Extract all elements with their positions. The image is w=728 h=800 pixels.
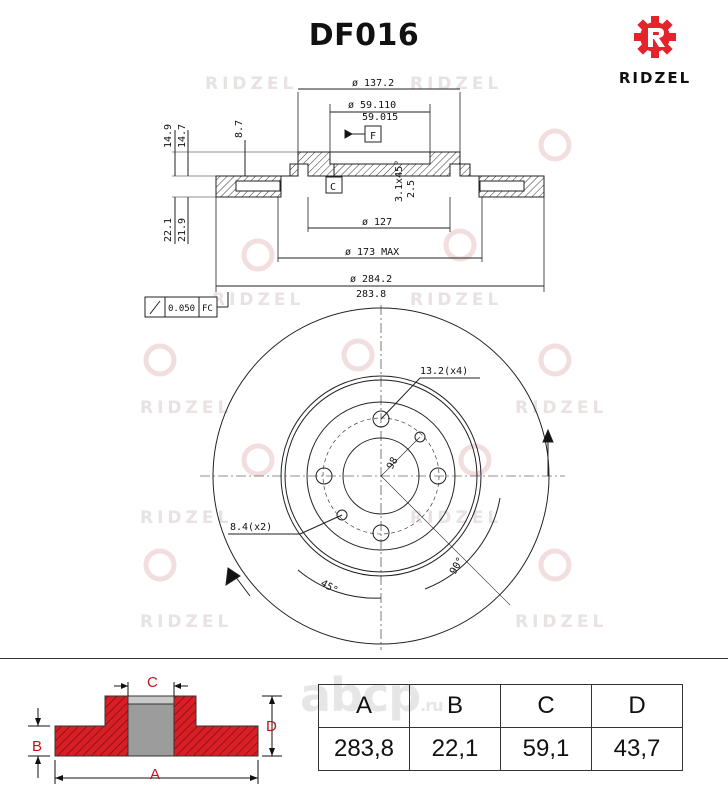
dim-137-label: ø 137.2 — [352, 78, 394, 89]
chamfer-label: 3.1x45° — [394, 160, 405, 202]
table-header-cell: C — [500, 684, 592, 728]
dimension-legend-diagram — [28, 682, 282, 784]
tolerance-ref: FC — [202, 304, 213, 314]
front-view — [200, 305, 565, 650]
table-header-cell: A — [318, 684, 410, 728]
table-value-cell: 283,8 — [318, 727, 410, 771]
section-divider — [0, 658, 728, 659]
bolt-holes-label: 13.2(x4) — [420, 366, 468, 377]
watermark: RIDZEL — [410, 508, 503, 528]
brand-name: RIDZEL — [618, 69, 692, 87]
dim-173-label: ø 173 MAX — [345, 247, 399, 258]
tolerance-value: 0.050 — [168, 304, 195, 314]
dim-59-upper-label: ø 59.110 — [348, 100, 396, 111]
dim-14-9-label: 14.9 — [163, 124, 174, 148]
dim-2-5-label: 2.5 — [406, 180, 417, 198]
datum-c-label: C — [330, 182, 336, 193]
table-header-cell: B — [409, 684, 501, 728]
table-value-cell: 43,7 — [591, 727, 683, 771]
legend-a-label: A — [150, 766, 161, 783]
gear-logo-icon — [634, 16, 676, 58]
dim-8-7-label: 8.7 — [234, 120, 245, 138]
watermark: RIDZEL — [140, 508, 233, 528]
table-row: 283,8 22,1 59,1 43,7 — [318, 727, 683, 771]
watermark: RIDZEL — [140, 612, 233, 632]
watermark: RIDZEL — [140, 398, 233, 418]
watermark: RIDZEL — [205, 74, 298, 94]
dim-22-1-label: 22.1 — [163, 218, 174, 242]
small-holes-label: 8.4(x2) — [230, 522, 272, 533]
legend-d-label: D — [266, 718, 277, 735]
dimensions-table: A B C D 283,8 22,1 59,1 43,7 — [318, 684, 683, 771]
dim-59-lower-label: 59.015 — [362, 112, 398, 123]
legend-b-label: B — [32, 738, 43, 755]
table-header-row: A B C D — [318, 684, 683, 728]
cross-section-view — [144, 88, 545, 318]
dim-21-9-label: 21.9 — [177, 218, 188, 242]
dim-14-7-label: 14.7 — [177, 124, 188, 148]
table-value-cell: 59,1 — [500, 727, 592, 771]
watermark: RIDZEL — [515, 612, 608, 632]
technical-drawing: ø 137.2 ø 59.110 59.015 F C ø 127 ø 173 … — [143, 78, 572, 650]
gear-watermark-icon — [143, 128, 572, 582]
dim-127-label: ø 127 — [362, 217, 392, 228]
datum-f-label: F — [370, 131, 376, 142]
part-number-title: DF016 — [308, 18, 420, 53]
watermark: RIDZEL — [212, 290, 305, 310]
brand-logo: RIDZEL — [610, 14, 700, 87]
pcd-label: 98 — [385, 456, 401, 472]
dim-284-lower-label: 283.8 — [356, 289, 386, 300]
legend-c-label: C — [147, 674, 158, 691]
table-header-cell: D — [591, 684, 683, 728]
angle-45-label: 45° — [319, 578, 340, 597]
watermark: RIDZEL — [410, 290, 503, 310]
dim-284-upper-label: ø 284.2 — [350, 274, 392, 285]
table-value-cell: 22,1 — [409, 727, 501, 771]
